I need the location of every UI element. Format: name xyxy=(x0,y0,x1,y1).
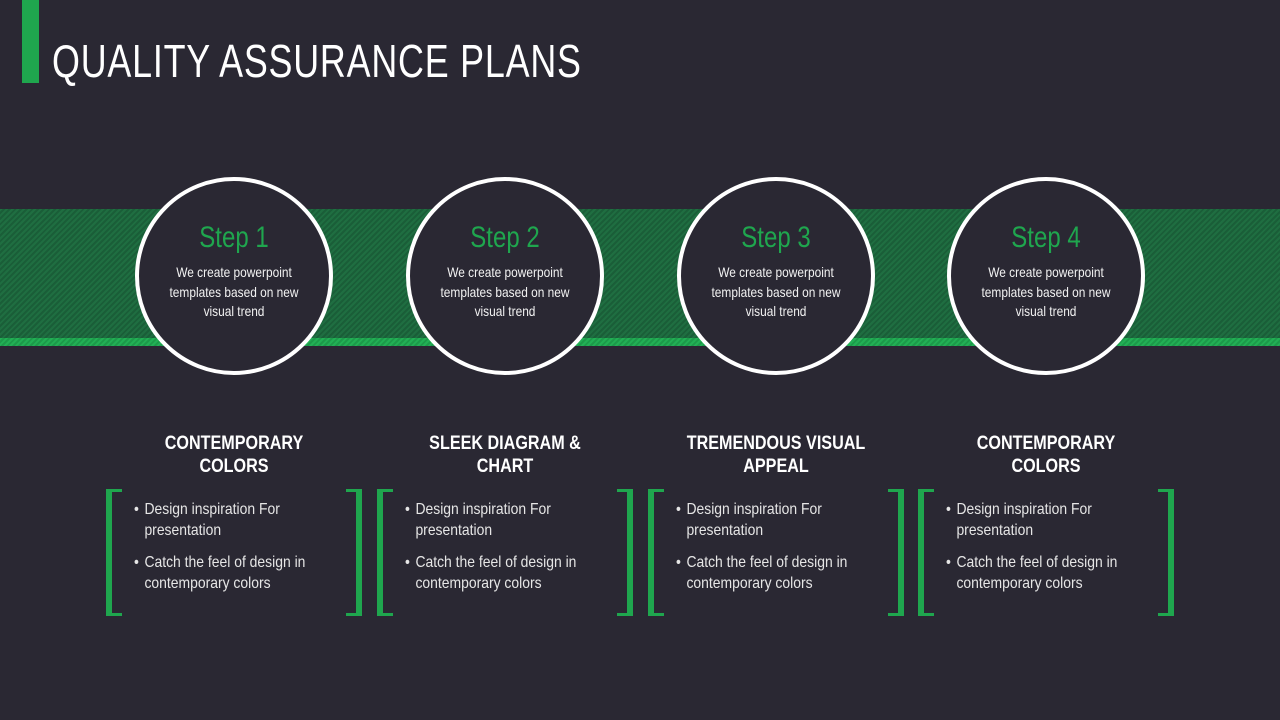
right-bracket xyxy=(888,489,904,616)
step-heading: CONTEMPORARY COLORS xyxy=(164,433,304,477)
step-heading: CONTEMPORARY COLORS xyxy=(976,433,1116,477)
step-bullet-box: Design inspiration For presentation Catc… xyxy=(648,489,904,616)
step-bullet-box: Design inspiration For presentation Catc… xyxy=(918,489,1174,616)
bullet-item: Design inspiration For presentation xyxy=(946,499,1146,541)
bullet-item: Catch the feel of design in contemporary… xyxy=(405,552,605,594)
step-label: Step 4 xyxy=(1011,221,1081,254)
step-description: We create powerpoint templates based on … xyxy=(169,264,299,319)
bullet-list: Design inspiration For presentation Catc… xyxy=(134,499,334,605)
bullet-item: Design inspiration For presentation xyxy=(405,499,605,541)
title-accent-bar xyxy=(22,0,39,83)
step-description: We create powerpoint templates based on … xyxy=(440,264,570,319)
bullet-list: Design inspiration For presentation Catc… xyxy=(676,499,876,605)
step-bullet-box: Design inspiration For presentation Catc… xyxy=(106,489,362,616)
bullet-item: Catch the feel of design in contemporary… xyxy=(676,552,876,594)
step-label: Step 3 xyxy=(741,221,811,254)
step-circle: Step 4 We create powerpoint templates ba… xyxy=(947,177,1145,375)
step-circle: Step 1 We create powerpoint templates ba… xyxy=(135,177,333,375)
step-circle: Step 3 We create powerpoint templates ba… xyxy=(677,177,875,375)
bullet-item: Catch the feel of design in contemporary… xyxy=(946,552,1146,594)
right-bracket xyxy=(1158,489,1174,616)
bullet-list: Design inspiration For presentation Catc… xyxy=(946,499,1146,605)
step-bullet-box: Design inspiration For presentation Catc… xyxy=(377,489,633,616)
right-bracket xyxy=(617,489,633,616)
step-label: Step 1 xyxy=(199,221,269,254)
page-title: QUALITY ASSURANCE PLANS xyxy=(52,35,582,87)
green-band-stripe xyxy=(0,338,1280,346)
left-bracket xyxy=(377,489,393,616)
right-bracket xyxy=(346,489,362,616)
step-description: We create powerpoint templates based on … xyxy=(711,264,841,319)
left-bracket xyxy=(648,489,664,616)
left-bracket xyxy=(106,489,122,616)
left-bracket xyxy=(918,489,934,616)
step-description: We create powerpoint templates based on … xyxy=(981,264,1111,319)
step-heading: SLEEK DIAGRAM & CHART xyxy=(429,433,581,477)
bullet-list: Design inspiration For presentation Catc… xyxy=(405,499,605,605)
step-label: Step 2 xyxy=(470,221,540,254)
bullet-item: Design inspiration For presentation xyxy=(134,499,334,541)
step-heading: TREMENDOUS VISUAL APPEAL xyxy=(686,433,866,477)
bullet-item: Catch the feel of design in contemporary… xyxy=(134,552,334,594)
step-circle: Step 2 We create powerpoint templates ba… xyxy=(406,177,604,375)
bullet-item: Design inspiration For presentation xyxy=(676,499,876,541)
